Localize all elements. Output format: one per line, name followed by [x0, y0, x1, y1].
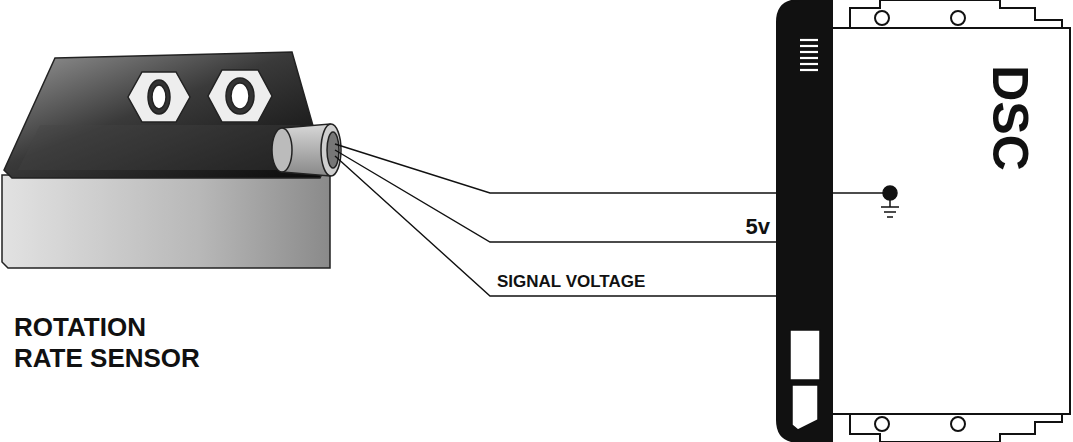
ground-symbol: [832, 186, 899, 217]
wire: [335, 156, 777, 296]
wire: [335, 144, 777, 193]
dsc-module: [777, 0, 1070, 442]
signal-name: SIGNAL VOLTAGE: [497, 272, 645, 292]
cable-gland: [272, 124, 341, 176]
wire: [335, 150, 777, 242]
sensor: ROTATION RATE SENSOR: [0, 50, 340, 380]
control-module: DSC: [777, 0, 1073, 442]
part-name: ROTATION RATE SENSOR: [14, 312, 219, 374]
sensor-housing: [2, 52, 341, 268]
hex-nut: [128, 72, 190, 122]
module-name: DSC: [981, 65, 1039, 171]
signal-name: 5v: [746, 214, 770, 240]
hex-nut: [208, 70, 272, 122]
vent-grille: [800, 40, 818, 70]
